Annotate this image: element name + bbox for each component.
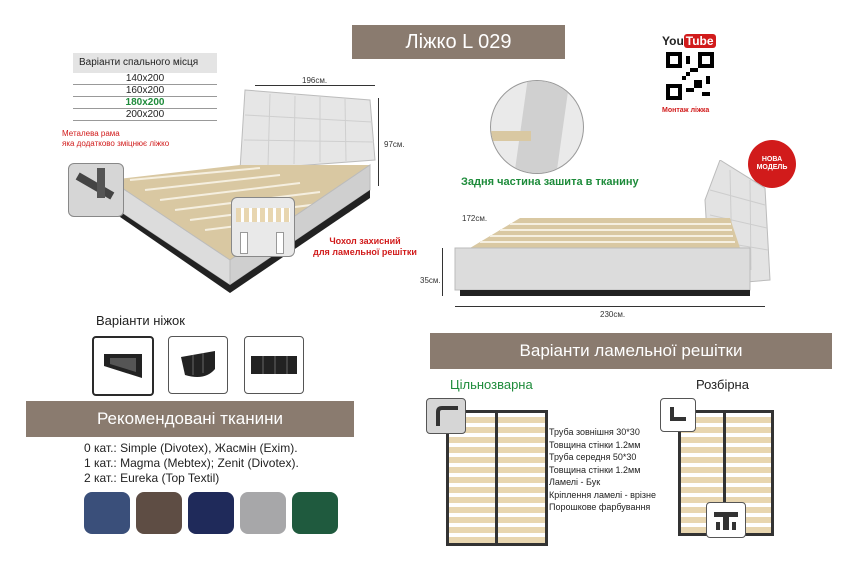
- fabrics-bar: Рекомендовані тканини: [26, 401, 354, 437]
- dim-width-line: [255, 85, 375, 86]
- spec-line: Ламелі - Бук: [549, 477, 601, 487]
- fabric-swatch[interactable]: [292, 492, 338, 534]
- lamel-collapsible-label: Розбірна: [696, 377, 749, 392]
- fabric-swatch[interactable]: [240, 492, 286, 534]
- fabric-line: 1 кат.: Magma (Mebtex); Zenit (Divotex).: [84, 456, 299, 470]
- metal-frame-note: Металева рама яка додатково зміцнює ліжк…: [62, 129, 170, 148]
- fabric-swatches: [84, 492, 338, 534]
- dim-height-line: [378, 98, 379, 186]
- round-leg-icon: [181, 351, 215, 377]
- size-option[interactable]: 200x200: [73, 109, 217, 121]
- lamel-welded-label: Цільнозварна: [450, 377, 533, 392]
- dim-low-height: 35см.: [420, 276, 441, 285]
- lamel-bar: Варіанти ламельної решітки: [430, 333, 832, 369]
- cover-note: Чохол захисний для ламельної решітки: [313, 236, 417, 257]
- size-option-selected[interactable]: 180x200: [73, 97, 217, 109]
- fabric-swatch[interactable]: [84, 492, 130, 534]
- dim-length-line: [455, 306, 765, 307]
- qr-code-icon: [666, 52, 714, 100]
- fabric-swatch[interactable]: [188, 492, 234, 534]
- title-bar: Ліжко L 029: [352, 25, 565, 59]
- spec-line: Товщина стінки 1.2мм: [549, 464, 641, 475]
- fabric-categories: 0 кат.: Simple (Divotex), Жасмін (Exim).…: [84, 441, 299, 486]
- collapsible-joint-icon: [706, 502, 746, 538]
- youtube-caption: Монтаж ліжка: [662, 107, 710, 114]
- right-bed-image: [440, 159, 780, 305]
- spec-line: Кріплення ламелі - врізне: [549, 489, 656, 500]
- dim-low-height-line: [442, 248, 443, 296]
- leg-option-2[interactable]: [168, 336, 228, 394]
- dim-length: 230см.: [600, 310, 626, 319]
- leg-option-1[interactable]: [92, 336, 154, 396]
- spec-line: Товщина стінки 1.2мм: [549, 439, 641, 450]
- legs-title: Варіанти ніжок: [96, 313, 185, 328]
- size-option[interactable]: 160x200: [73, 85, 217, 97]
- fabric-line: 2 кат.: Eureka (Top Textil): [84, 471, 220, 485]
- back-inset: [490, 80, 584, 174]
- new-model-badge: НОВА МОДЕЛЬ: [748, 140, 796, 188]
- page-title: Ліжко L 029: [405, 30, 512, 53]
- dim-height-right: 97см.: [384, 140, 405, 149]
- dim-width-top: 196см.: [302, 76, 328, 85]
- spec-line: Труба середня 50*30: [549, 452, 637, 462]
- cover-inset: [231, 197, 295, 257]
- lamel-title: Варіанти ламельної решітки: [519, 341, 743, 360]
- leg-option-3[interactable]: [244, 336, 304, 394]
- fabric-line: 0 кат.: Simple (Divotex), Жасмін (Exim).: [84, 441, 298, 455]
- dim-depth: 172см.: [462, 214, 488, 223]
- new-badge-text: НОВА МОДЕЛЬ: [756, 156, 788, 171]
- fabric-swatch[interactable]: [136, 492, 182, 534]
- corner-leg-icon: [104, 354, 142, 378]
- collapsible-corner-icon: [660, 398, 696, 432]
- sizes-table: Варіанти спального місця 140x200 160x200…: [73, 53, 217, 121]
- size-option[interactable]: 140x200: [73, 73, 217, 85]
- spec-line: Труба зовнішня 30*30: [549, 427, 640, 437]
- back-note: Задня частина зашита в тканину: [461, 176, 639, 188]
- spec-line: Порошкове фарбування: [549, 502, 651, 512]
- frame-inset: [68, 163, 124, 217]
- lamel-specs: Труба зовнішня 30*30 Товщина стінки 1.2м…: [549, 426, 656, 514]
- bed-illustration-side: [454, 159, 771, 296]
- welded-corner-icon: [426, 398, 466, 434]
- sizes-header: Варіанти спального місця: [73, 53, 217, 73]
- welded-lamel-grid: [446, 410, 548, 546]
- rect-leg-icon: [251, 356, 297, 374]
- fabrics-title: Рекомендовані тканини: [96, 409, 284, 428]
